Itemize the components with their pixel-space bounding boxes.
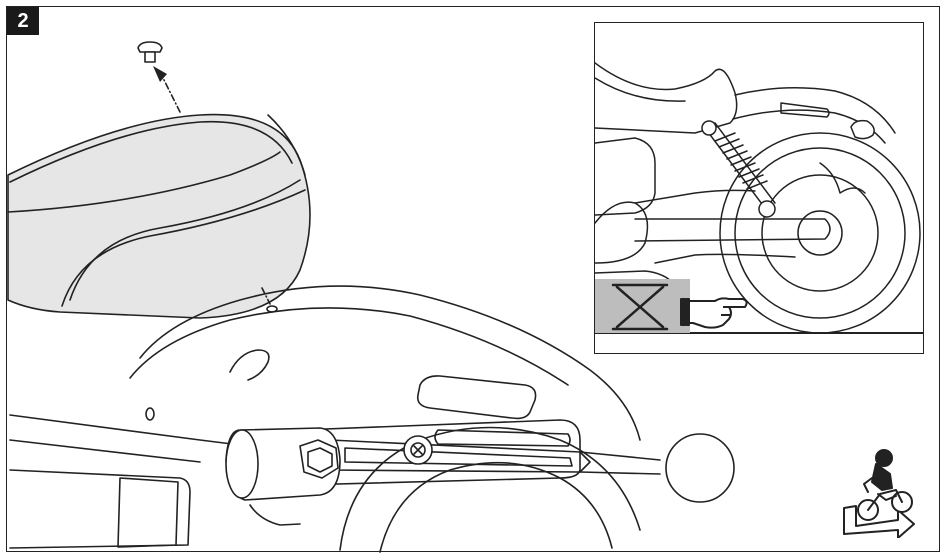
motorcycle-rider-icon xyxy=(843,449,915,538)
inset-seat xyxy=(595,62,738,134)
step-number-badge: 2 xyxy=(7,7,39,35)
figure-frame xyxy=(6,6,940,552)
inset-shock-spring xyxy=(701,120,776,218)
alignment-line xyxy=(261,287,271,305)
removal-arrow xyxy=(153,66,181,113)
inset-swingarm xyxy=(634,189,831,264)
seat xyxy=(7,113,311,319)
rear-wheel xyxy=(339,426,641,553)
inset-engine xyxy=(595,137,676,286)
jack-stand-icon xyxy=(611,283,669,331)
rear-fender xyxy=(129,285,641,441)
mounting-bolt xyxy=(403,435,433,465)
pointing-hand-icon xyxy=(680,297,748,329)
inset-illustration xyxy=(595,62,923,334)
fender-badge xyxy=(416,375,537,420)
inset-detail-view xyxy=(594,22,924,354)
shock-mount xyxy=(225,427,341,501)
screw xyxy=(137,41,163,63)
inset-fender xyxy=(732,87,896,144)
inset-wheel xyxy=(719,132,921,334)
side-plate xyxy=(299,419,581,486)
license-bracket xyxy=(9,469,301,549)
rail-end-knob xyxy=(665,433,735,503)
